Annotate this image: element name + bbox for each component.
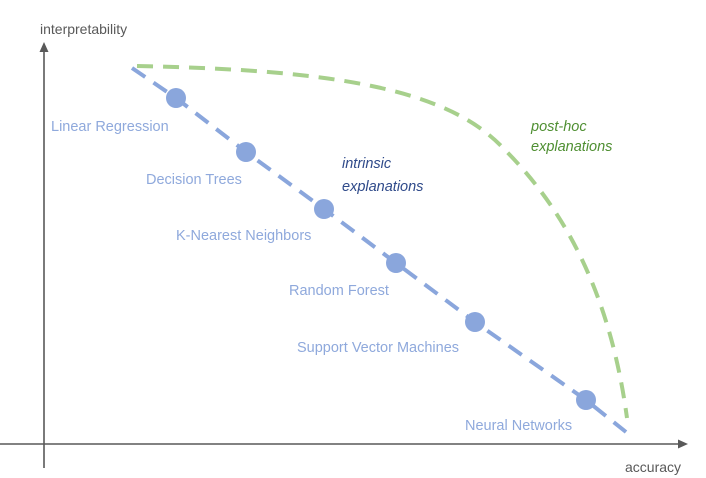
model-point-random-forest [386, 253, 406, 273]
model-point-k-nearest-neighbors [314, 199, 334, 219]
y-axis-label: interpretability [40, 21, 127, 37]
x-axis-label: accuracy [625, 459, 681, 475]
intrinsic-explanations-curve [130, 66, 628, 434]
model-label-support-vector-machines: Support Vector Machines [297, 340, 459, 356]
model-label-neural-networks: Neural Networks [465, 418, 572, 434]
x-axis-arrowhead [678, 439, 688, 449]
posthoc-explanations-curve [136, 64, 629, 419]
posthoc-explanations-label-line1: post-hoc [530, 119, 587, 135]
model-point-linear-regression [166, 88, 186, 108]
model-label-linear-regression: Linear Regression [51, 119, 169, 135]
intrinsic-explanations-label-line1: intrinsic [342, 156, 392, 172]
model-point-support-vector-machines [465, 312, 485, 332]
model-label-decision-trees: Decision Trees [146, 172, 242, 188]
model-label-random-forest: Random Forest [289, 283, 389, 299]
model-label-k-nearest-neighbors: K-Nearest Neighbors [176, 228, 311, 244]
posthoc-explanations-label-line2: explanations [531, 139, 612, 155]
model-point-neural-networks [576, 390, 596, 410]
y-axis-arrowhead [39, 42, 49, 52]
model-point-decision-trees [236, 142, 256, 162]
intrinsic-explanations-label-line2: explanations [342, 179, 423, 195]
